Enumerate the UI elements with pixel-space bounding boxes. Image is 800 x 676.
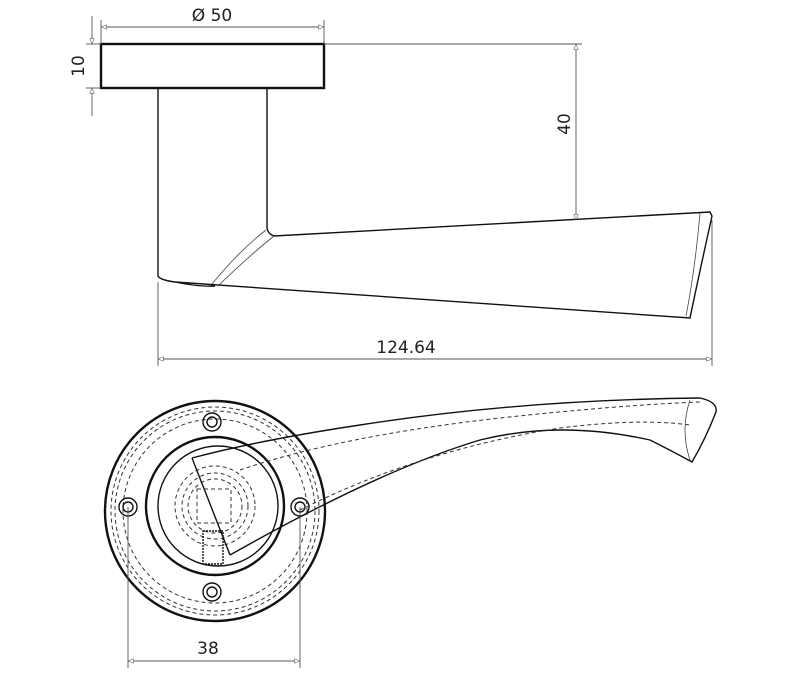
stem-side <box>157 88 275 283</box>
rose-hidden-edge <box>110 406 320 616</box>
spindle-hidden <box>187 478 243 534</box>
lever-bevel <box>211 212 701 317</box>
lever-hidden <box>239 401 701 511</box>
lever-front <box>191 397 717 556</box>
lever-section-line <box>191 457 231 556</box>
dim-label-diameter: Ø 50 <box>192 6 232 26</box>
dim-label-height: 40 <box>555 113 575 135</box>
neck-inner <box>157 445 279 567</box>
dim-label-centres: 38 <box>197 639 219 659</box>
spindle-hidden <box>174 465 256 547</box>
rose-hidden-edge <box>114 410 316 612</box>
lever-tip-edge <box>684 399 691 461</box>
grub-screw <box>202 530 224 565</box>
rose-outer <box>103 399 327 623</box>
square-spindle <box>196 488 232 524</box>
neck-ring <box>144 435 286 577</box>
dim-label-thickness: 10 <box>69 55 89 77</box>
rose-side <box>99 42 326 90</box>
lever-side <box>174 211 713 319</box>
rose-hidden-edge <box>122 418 308 604</box>
side-view: Ø 50 10 40 124.64 <box>69 6 713 366</box>
spindle-hidden <box>181 472 249 540</box>
dim-label-length: 124.64 <box>376 338 435 358</box>
front-view: 38 <box>103 397 717 668</box>
